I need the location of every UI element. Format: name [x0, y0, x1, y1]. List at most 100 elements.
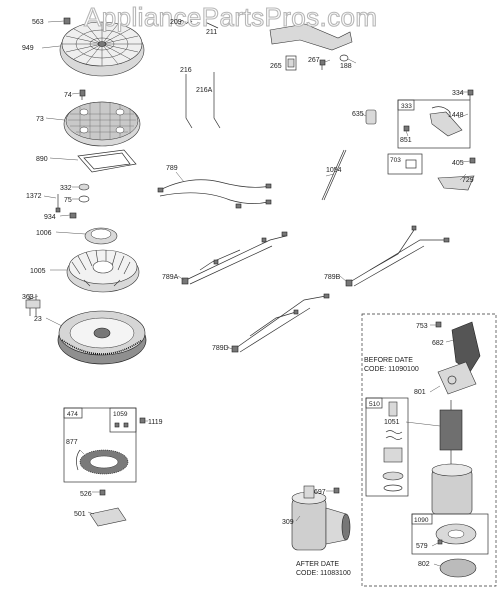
label-474: 474 [67, 411, 78, 418]
label-501: 501 [74, 511, 86, 518]
label-1054: 1054 [326, 167, 342, 174]
label-563: 563 [32, 19, 44, 26]
part-1051-armature [439, 400, 463, 464]
label-74: 74 [64, 92, 72, 99]
part-23-flywheel [57, 310, 147, 365]
label-729: 729 [462, 177, 474, 184]
part-789D-harness [231, 293, 330, 353]
label-309: 309 [282, 519, 294, 526]
label-789: 789 [166, 165, 178, 172]
part-697-screw [333, 487, 340, 494]
part-851-screw [403, 125, 410, 132]
kit-box-474 [63, 407, 137, 483]
kit-box-1059 [109, 407, 137, 433]
label-949: 949 [22, 45, 34, 52]
label-877: 877 [66, 439, 78, 446]
part-934-screw [69, 212, 77, 219]
part-635-connector [365, 109, 377, 125]
kit-box-703 [387, 153, 423, 175]
part-265-bracket [285, 55, 297, 71]
part-501-rectifier [89, 507, 127, 527]
kit-box-333-tag [397, 99, 415, 111]
part-802-end-cap [439, 558, 477, 578]
part-682-bracket [451, 321, 481, 373]
label-188: 188 [340, 63, 352, 70]
label-1051: 1051 [384, 419, 400, 426]
after-date-note-line1: AFTER DATE [296, 561, 339, 568]
label-635: 635 [352, 111, 364, 118]
kit-box-510 [365, 397, 409, 497]
part-1372-key [55, 194, 61, 213]
label-526: 526 [80, 491, 92, 498]
part-1090-brush-plate [435, 523, 477, 545]
part-949-rotating-screen [59, 21, 145, 77]
label-1372: 1372 [26, 193, 42, 200]
label-332: 332 [60, 185, 72, 192]
part-1119-screw [139, 417, 146, 424]
kit-box-333 [397, 99, 471, 149]
part-563-screw [63, 17, 71, 25]
label-211: 211 [206, 29, 217, 36]
part-789A-harness [181, 231, 288, 285]
part-211-link [204, 21, 219, 29]
label-216: 216 [180, 67, 192, 74]
part-1005-fan [66, 249, 140, 293]
label-1006: 1006 [36, 230, 52, 237]
part-1054-tie [321, 149, 347, 201]
part-333-module [429, 106, 463, 137]
label-789D: 789D [212, 345, 229, 352]
part-1059-screws [114, 422, 129, 428]
label-363: 363 [22, 294, 34, 301]
label-73: 73 [36, 116, 44, 123]
part-75-washer [78, 195, 90, 203]
label-267: 267 [308, 57, 320, 64]
label-209: 209 [170, 19, 182, 26]
part-74-screw [79, 89, 86, 100]
part-405-screw [469, 157, 476, 164]
label-216A: 216A [196, 87, 213, 94]
part-332-nut [78, 183, 90, 191]
part-209-spring [179, 20, 193, 24]
label-510: 510 [369, 401, 380, 408]
part-753-screw [435, 321, 442, 328]
kit-box-1090-tag [411, 513, 433, 525]
part-334-screw [467, 89, 474, 100]
label-802: 802 [418, 561, 430, 568]
part-216A-link [213, 72, 221, 129]
part-510-drive-kit [382, 401, 404, 492]
label-801: 801 [414, 389, 426, 396]
after-date-note-line2: CODE: 11083100 [296, 570, 351, 577]
part-801-housing [437, 361, 477, 395]
label-23: 23 [34, 316, 42, 323]
part-703-clip [405, 159, 417, 169]
part-729-bracket [437, 175, 475, 191]
part-309-starter [291, 485, 351, 551]
part-526-screw [99, 489, 106, 496]
label-890: 890 [36, 156, 48, 163]
part-789B-harness [345, 225, 450, 287]
part-789-harness [157, 179, 272, 209]
label-934: 934 [44, 214, 56, 221]
kit-box-510-tag [365, 397, 383, 409]
label-75: 75 [64, 197, 72, 204]
label-1119: 1119 [148, 419, 163, 426]
part-216-link [185, 74, 193, 129]
watermark-text: AppliancePartsPros.com [84, 2, 377, 32]
before-date-group [361, 313, 497, 587]
part-877-alternator [76, 449, 129, 475]
part-267-screw [319, 59, 326, 70]
part-frame-assembly [431, 463, 473, 515]
kit-box-1090 [411, 513, 489, 555]
part-579-screw [437, 539, 443, 545]
label-265: 265 [270, 63, 282, 70]
label-334: 334 [452, 90, 464, 97]
label-1090: 1090 [414, 517, 429, 524]
label-682: 682 [432, 340, 444, 347]
part-188-bracket [269, 23, 353, 62]
label-851: 851 [400, 137, 412, 144]
leader-lines [26, 20, 471, 567]
label-753: 753 [416, 323, 428, 330]
label-703: 703 [390, 157, 401, 164]
